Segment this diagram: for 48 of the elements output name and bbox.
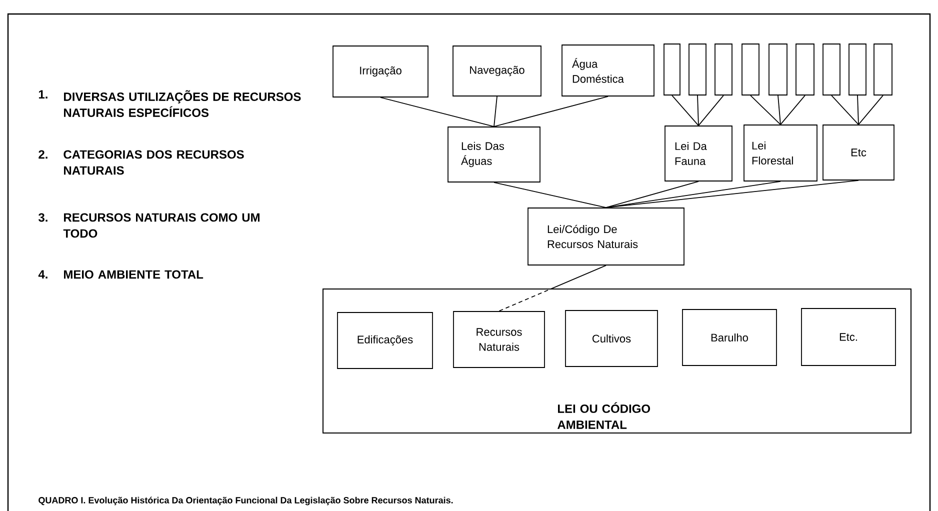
law-box: Etc	[822, 124, 894, 180]
level-label: MEIO AMBIENTE TOTAL	[64, 270, 204, 279]
law-box: Água Doméstica	[562, 44, 654, 96]
law-box: Lei Da Fauna	[664, 126, 732, 182]
empty-box	[742, 44, 760, 96]
law-box: Navegação	[452, 46, 542, 96]
law-box: Cultivos	[565, 310, 658, 367]
level-label: DIVERSAS UTILIZAÇÕES DE RECURSOS NATURAIS ESPECÍFICOS	[64, 90, 301, 117]
level-label: CATEGORIAS DOS RECURSOS NATURAIS	[64, 150, 244, 175]
connector-line	[698, 95, 724, 126]
caption: QUADRO I. Evolução Histórica Da Orientação Funcional Da Legislação Sobre Recursos Naturais.	[38, 496, 453, 506]
item-number: 3.	[38, 213, 48, 222]
connector-line	[494, 182, 606, 208]
empty-box	[796, 44, 814, 96]
law-box: Recursos Naturais	[453, 311, 545, 368]
connector-line	[831, 95, 859, 125]
law-box: Irrigação	[332, 46, 428, 98]
connector-line	[857, 95, 859, 125]
law-box: Edificações	[337, 312, 433, 369]
connector-line	[498, 265, 606, 312]
empty-box	[688, 44, 706, 96]
empty-box	[848, 44, 866, 96]
law-box: Lei/Código De Recursos Naturais	[528, 208, 684, 266]
connector-line	[780, 95, 806, 125]
connector-line	[606, 181, 781, 208]
law-box: Lei Florestal	[744, 124, 818, 182]
law-box: Barulho	[682, 309, 777, 366]
item-number: 4.	[38, 270, 48, 278]
connector-line	[606, 181, 699, 208]
law-box: Etc.	[801, 308, 896, 366]
item-number: 1.	[38, 90, 48, 98]
connector-line	[672, 95, 699, 126]
connector-line	[494, 96, 498, 127]
connector-line	[697, 95, 699, 126]
item-number: 2.	[38, 150, 48, 159]
empty-box	[664, 44, 680, 96]
connector-line	[858, 95, 884, 125]
connector-line	[750, 95, 781, 125]
connector-line	[494, 96, 608, 127]
connector-line	[606, 180, 859, 208]
empty-box	[874, 44, 892, 96]
empty-box	[714, 44, 732, 96]
connector-line	[380, 97, 494, 127]
level-label: RECURSOS NATURAIS COMO UM TODO	[63, 213, 260, 238]
empty-box	[822, 44, 840, 96]
connector-line	[778, 95, 781, 125]
empty-box	[768, 44, 788, 96]
law-box: Leis Das Águas	[448, 126, 540, 182]
